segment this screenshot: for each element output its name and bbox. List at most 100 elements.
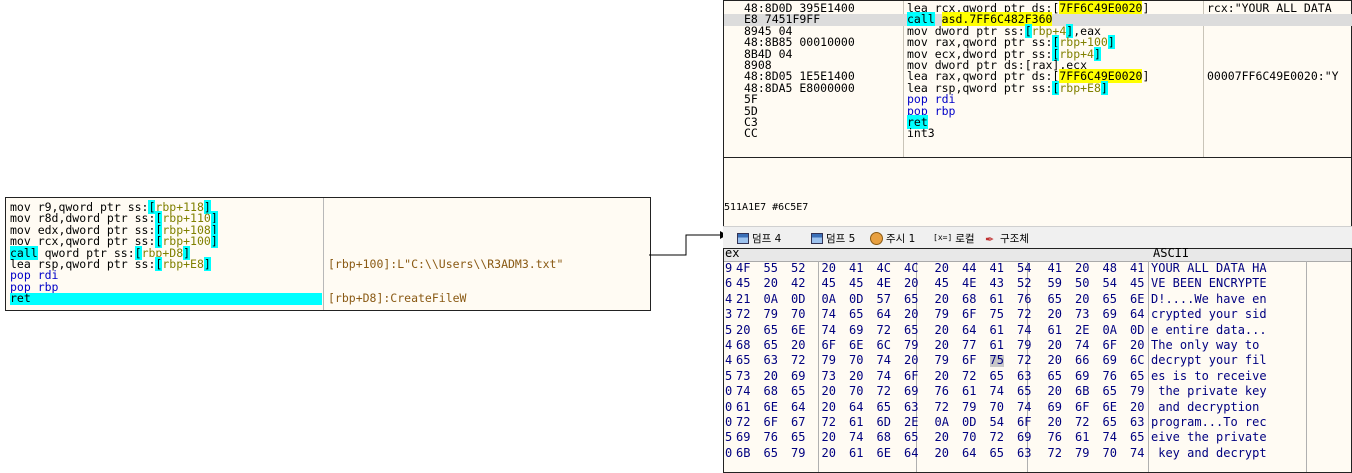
opcode-bytes: 8945 04: [744, 23, 793, 38]
instruction-part: ss:: [1031, 46, 1053, 61]
instruction-part: ss:: [1031, 35, 1053, 50]
code-line[interactable]: pop rdi: [10, 270, 322, 282]
instruction-part: pop rbp: [907, 103, 956, 118]
ascii-text: the private key: [1151, 384, 1267, 399]
disasm-row[interactable]: 8945 04 mov dword ptr ss:[rbp+4],eax: [724, 23, 1352, 38]
hex-byte: 4F: [736, 261, 751, 275]
ascii-text: D!....We have en: [1151, 291, 1267, 306]
hex-byte: 20: [1047, 384, 1062, 399]
hex-byte: 20: [763, 276, 778, 291]
bracket: [: [155, 256, 163, 271]
register-offset: rbp+108: [162, 222, 211, 237]
code-line[interactable]: mov edx,dword ptr ss:[rbp+108]: [10, 222, 322, 237]
instruction: int3: [907, 128, 935, 140]
code-line[interactable]: mov rcx,qword ptr ss:[rbp+100]: [10, 234, 322, 249]
call-mnemonic: call: [10, 245, 38, 260]
hex-byte: 65: [736, 353, 751, 368]
instruction-part: ss:: [1031, 80, 1053, 95]
hex-byte: 68: [962, 291, 977, 306]
hex-byte: 6C: [876, 338, 891, 352]
hex-byte: 74: [821, 307, 836, 322]
hex-byte: 65: [763, 322, 778, 337]
instruction-text: lea rsp,qword ptr ss:: [10, 256, 156, 271]
hex-byte: 79: [763, 307, 778, 322]
instruction: mov ecx,dword ptr ss:[rbp+4]: [907, 46, 1101, 61]
hex-byte: 20: [1047, 338, 1062, 352]
tab-5[interactable]: ✒구조체: [985, 230, 1029, 246]
hex-byte: 45: [821, 276, 836, 291]
instruction: mov dword ptr ds:[rax],ecx: [907, 58, 1087, 72]
ascii-divider: [1148, 261, 1149, 472]
instruction: mov dword ptr ss:[rbp+4],eax: [907, 23, 1101, 38]
instruction-part: 7FF6C49E0020: [1059, 69, 1143, 84]
opcode-bytes: CC: [744, 126, 758, 141]
tab-1[interactable]: 덤프 4: [737, 230, 781, 246]
tab-3[interactable]: 주시 1: [870, 230, 915, 246]
dump-header: ex ASCII: [724, 247, 1351, 262]
instruction-part: rbp+4: [1031, 23, 1067, 38]
code-line[interactable]: call qword ptr ss:[rbp+D8]: [10, 245, 322, 260]
left-comments: [rbp+100]:L"C:\\Users\\R3ADM3.txt" [rbp+…: [328, 236, 563, 310]
instruction-part: ]: [1100, 80, 1108, 95]
hex-byte: 64: [791, 399, 806, 414]
hex-byte: 6D: [876, 415, 891, 429]
instruction-part: mov dword ptr: [907, 58, 1004, 72]
hex-byte: 76: [763, 430, 778, 445]
code-line[interactable]: mov r8d,dword ptr ss:[rbp+110]: [10, 211, 322, 226]
ascii-text: key and decrypt: [1151, 445, 1267, 460]
hex-byte: 20: [1075, 291, 1090, 306]
disasm-row[interactable]: CC int3: [724, 126, 1352, 141]
hex-byte: 20: [1047, 415, 1062, 429]
instruction-part: 7FF6C49E0020: [1059, 1, 1143, 15]
hex-byte: 79: [791, 445, 806, 460]
bracket: [: [134, 245, 142, 260]
hex-byte: 66: [1075, 353, 1090, 368]
code-line[interactable]: ret: [10, 292, 322, 305]
hex-byte: 65: [1130, 368, 1145, 383]
hex-byte-partial: 0: [725, 399, 733, 414]
hex-byte: 73: [821, 368, 836, 383]
ascii-text: decrypt your fil: [1151, 353, 1267, 368]
hex-byte-partial: 4: [725, 338, 733, 352]
hex-byte: 69: [736, 430, 751, 445]
hex-byte: 20: [934, 261, 949, 275]
code-line[interactable]: lea rsp,qword ptr ss:[rbp+E8]: [10, 256, 322, 271]
tab-2[interactable]: 덤프 5: [811, 230, 855, 246]
code-line[interactable]: pop rbp: [10, 281, 322, 293]
hex-byte: 55: [763, 261, 778, 275]
instruction-part: lea rax,qword ptr: [907, 69, 1032, 84]
hex-byte: 41: [849, 261, 864, 275]
hex-byte: 65: [1017, 384, 1032, 399]
hex-byte: 61: [849, 415, 864, 429]
hex-byte: 64: [904, 445, 919, 460]
instruction-part: ,eax: [1073, 23, 1101, 38]
instruction-part: ss:: [1003, 23, 1025, 38]
code-line[interactable]: mov r9,qword ptr ss:[rbp+118]: [10, 200, 322, 214]
tab-4[interactable]: [x=]로컬: [933, 230, 975, 246]
